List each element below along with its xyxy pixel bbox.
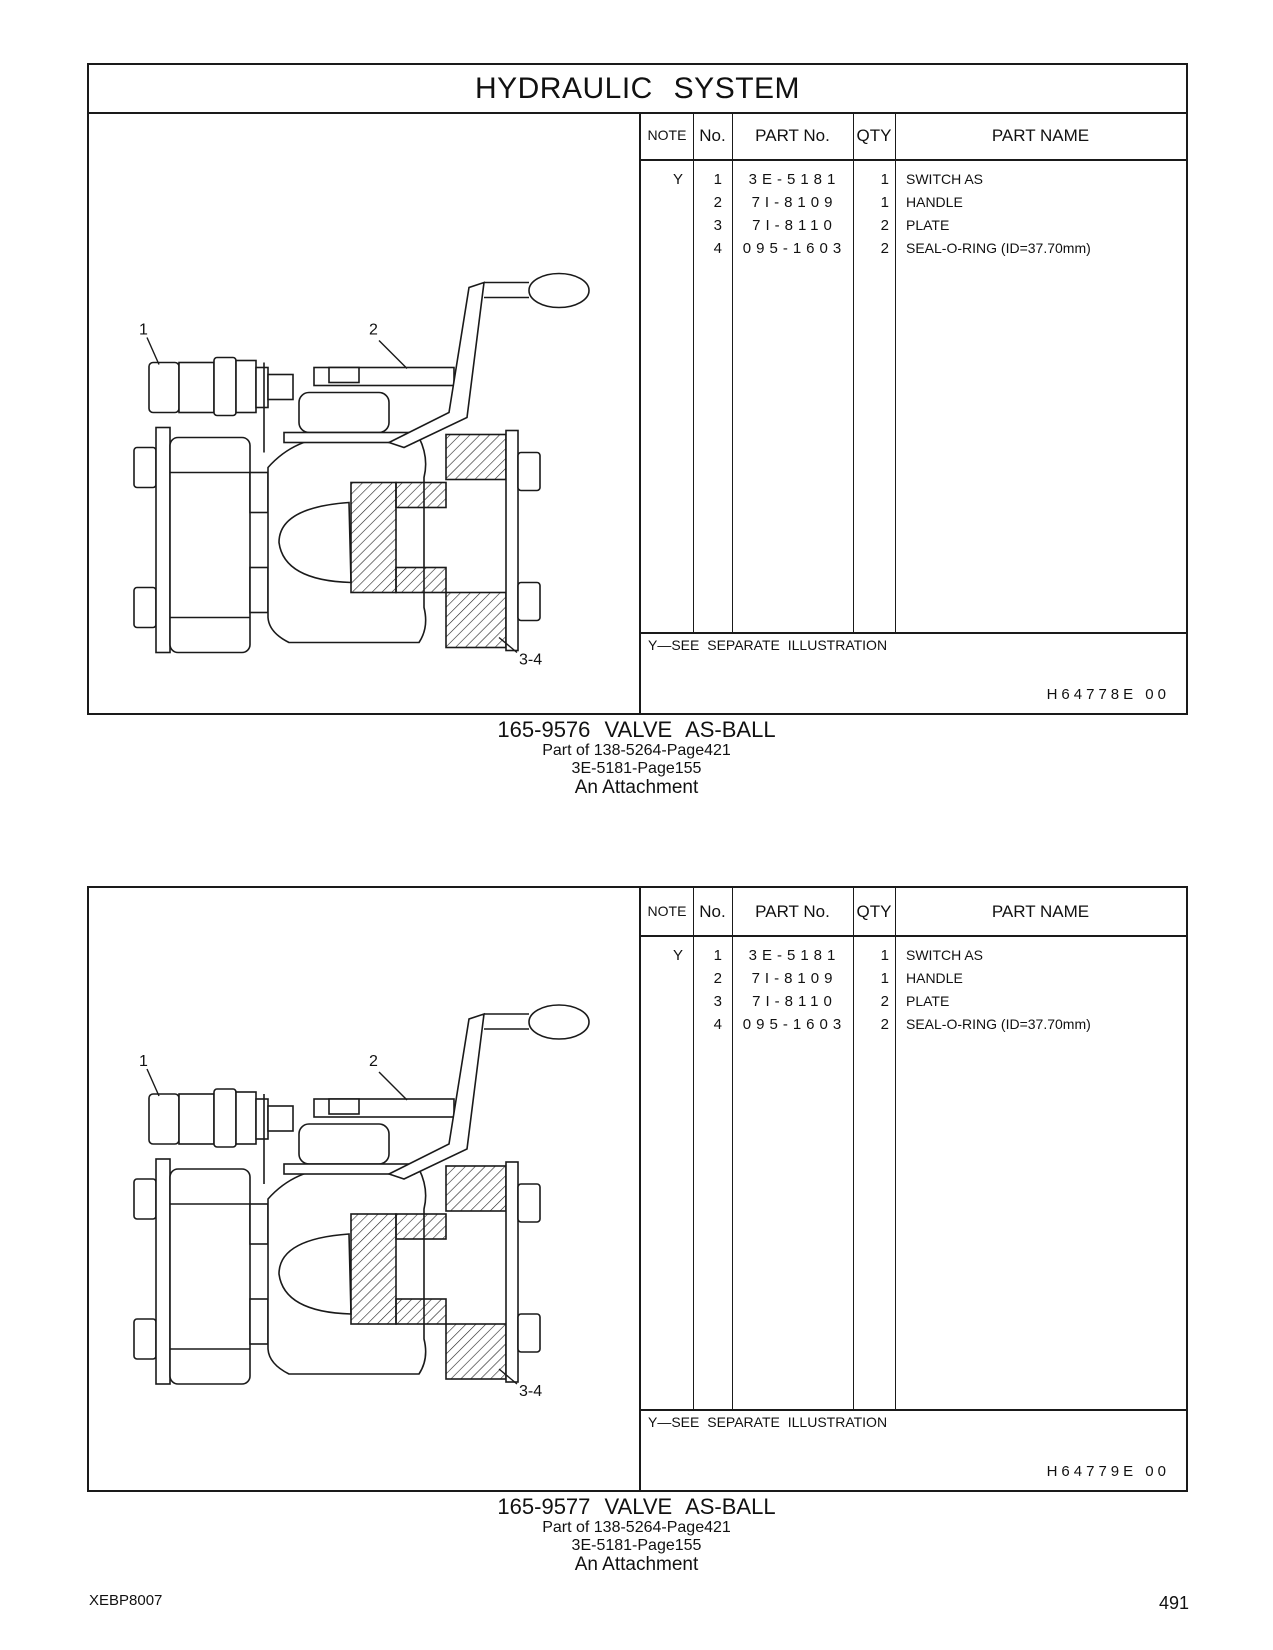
valve-illustration-2: 1 2 3-4 [89,888,641,1490]
callout-3-4: 3-4 [519,652,542,669]
no-cell: 2 [713,194,722,211]
parts-panel-1: HYDRAULIC SYSTEM [87,63,1188,715]
part-no-cell: 095-1603 [742,1016,847,1033]
qty-cell: 1 [880,970,889,987]
valve-illustration-1: 1 2 3-4 [89,112,641,713]
note-cell [641,191,693,214]
column-dividers [641,935,1186,1411]
part-name-cell: SEAL-O-RING (ID=37.70mm) [906,240,1091,256]
table-row: Y 1 3E-5181 1 SWITCH AS [641,944,1186,967]
col-qty: QTY [856,902,892,921]
note-cell [641,1013,693,1036]
caption-line: Part of 138-5264-Page421 [542,1519,731,1536]
note-cell: Y [672,171,683,188]
callout-1: 1 [139,1053,148,1070]
part-name-cell: PLATE [906,217,950,233]
col-note: NOTE [647,903,687,919]
part-name-cell: HANDLE [906,970,963,986]
table-rows: Y 1 3E-5181 1 SWITCH AS 2 7I-8109 1 HAND… [641,944,1186,1036]
assembly-title: 165-9576 VALVE AS-BALL [497,717,776,742]
table-footer: Y—SEE SEPARATE ILLUSTRATION H64779E 00 [641,1409,1186,1490]
part-no-cell: 3E-5181 [748,171,841,188]
note-cell: Y [672,947,683,964]
part-no-cell: 7I-8109 [751,970,838,987]
column-dividers [641,159,1186,634]
caption-line: An Attachment [574,1554,699,1575]
drawing-code: H64779E 00 [1046,1463,1170,1480]
no-cell: 2 [713,970,722,987]
no-cell: 3 [713,217,722,234]
part-no-cell: 7I-8110 [752,993,837,1010]
col-note: NOTE [647,127,687,143]
table-row: 4 095-1603 2 SEAL-O-RING (ID=37.70mm) [641,237,1186,260]
table-row: Y 1 3E-5181 1 SWITCH AS [641,168,1186,191]
part-no-cell: 7I-8110 [752,217,837,234]
ball-valve-drawing: 1 2 3-4 [133,1004,590,1400]
see-illustration-note: Y—SEE SEPARATE ILLUSTRATION [648,1414,888,1430]
table-footer: Y—SEE SEPARATE ILLUSTRATION H64778E 00 [641,632,1186,713]
page-number: 491 [1158,1593,1189,1613]
header-dividers [641,112,1186,159]
qty-cell: 2 [880,217,889,234]
callout-3-4: 3-4 [519,1383,542,1400]
no-cell: 4 [713,1016,722,1033]
qty-cell: 2 [880,1016,889,1033]
table-header: NOTE No. PART No. QTY PART NAME [641,888,1186,937]
table-rows: Y 1 3E-5181 1 SWITCH AS 2 7I-8109 1 HAND… [641,168,1186,260]
table-row: 2 7I-8109 1 HANDLE [641,191,1186,214]
no-cell: 3 [713,993,722,1010]
caption-line: 3E-5181-Page155 [571,1537,702,1554]
parts-table-1: NOTE No. PART No. QTY PART NAME Y 1 3E-5… [641,112,1186,713]
caption-line: Part of 138-5264-Page421 [542,742,731,759]
qty-cell: 2 [880,993,889,1010]
ball-valve-drawing: 1 2 3-4 [133,272,590,669]
table-row: 2 7I-8109 1 HANDLE [641,967,1186,990]
section-title: HYDRAULIC SYSTEM [89,65,1186,114]
table-header: NOTE No. PART No. QTY PART NAME [641,112,1186,161]
part-name-cell: SWITCH AS [906,947,984,963]
caption-line: An Attachment [574,777,699,798]
part-name-cell: SEAL-O-RING (ID=37.70mm) [906,1016,1091,1032]
caption-2: 165-9577 VALVE AS-BALL Part of 138-5264-… [0,1494,1273,1575]
note-cell [641,237,693,260]
col-part-name: PART NAME [991,126,1090,145]
col-part-no: PART No. [755,126,830,145]
part-no-cell: 7I-8109 [751,194,838,211]
note-cell [641,214,693,237]
note-cell [641,967,693,990]
part-no-cell: 3E-5181 [748,947,841,964]
assembly-title: 165-9577 VALVE AS-BALL [497,1494,776,1519]
col-part-name: PART NAME [991,902,1090,921]
drawing-code: H64778E 00 [1046,686,1170,703]
parts-panel-2: 1 2 3-4 NOTE No. PART No. QTY PART NAME [87,886,1188,1492]
callout-2: 2 [369,322,378,339]
callout-1: 1 [139,322,148,339]
callout-2: 2 [369,1053,378,1070]
col-part-no: PART No. [755,902,830,921]
qty-cell: 1 [880,194,889,211]
part-name-cell: HANDLE [906,194,963,210]
qty-cell: 1 [880,171,889,188]
col-no: No. [699,902,726,921]
table-row: 3 7I-8110 2 PLATE [641,214,1186,237]
caption-line: 3E-5181-Page155 [571,760,702,777]
qty-cell: 1 [880,947,889,964]
no-cell: 4 [713,240,722,257]
parts-table-2: NOTE No. PART No. QTY PART NAME Y 1 3E-5… [641,888,1186,1490]
see-illustration-note: Y—SEE SEPARATE ILLUSTRATION [648,637,888,653]
part-name-cell: SWITCH AS [906,171,984,187]
col-no: No. [699,126,726,145]
document-id: XEBP8007 [89,1592,163,1609]
header-dividers [641,888,1186,935]
note-cell [641,990,693,1013]
table-row: 3 7I-8110 2 PLATE [641,990,1186,1013]
caption-1: 165-9576 VALVE AS-BALL Part of 138-5264-… [0,717,1273,798]
col-qty: QTY [856,126,892,145]
qty-cell: 2 [880,240,889,257]
table-row: 4 095-1603 2 SEAL-O-RING (ID=37.70mm) [641,1013,1186,1036]
no-cell: 1 [713,947,722,964]
no-cell: 1 [713,171,722,188]
part-name-cell: PLATE [906,993,950,1009]
part-no-cell: 095-1603 [742,240,847,257]
